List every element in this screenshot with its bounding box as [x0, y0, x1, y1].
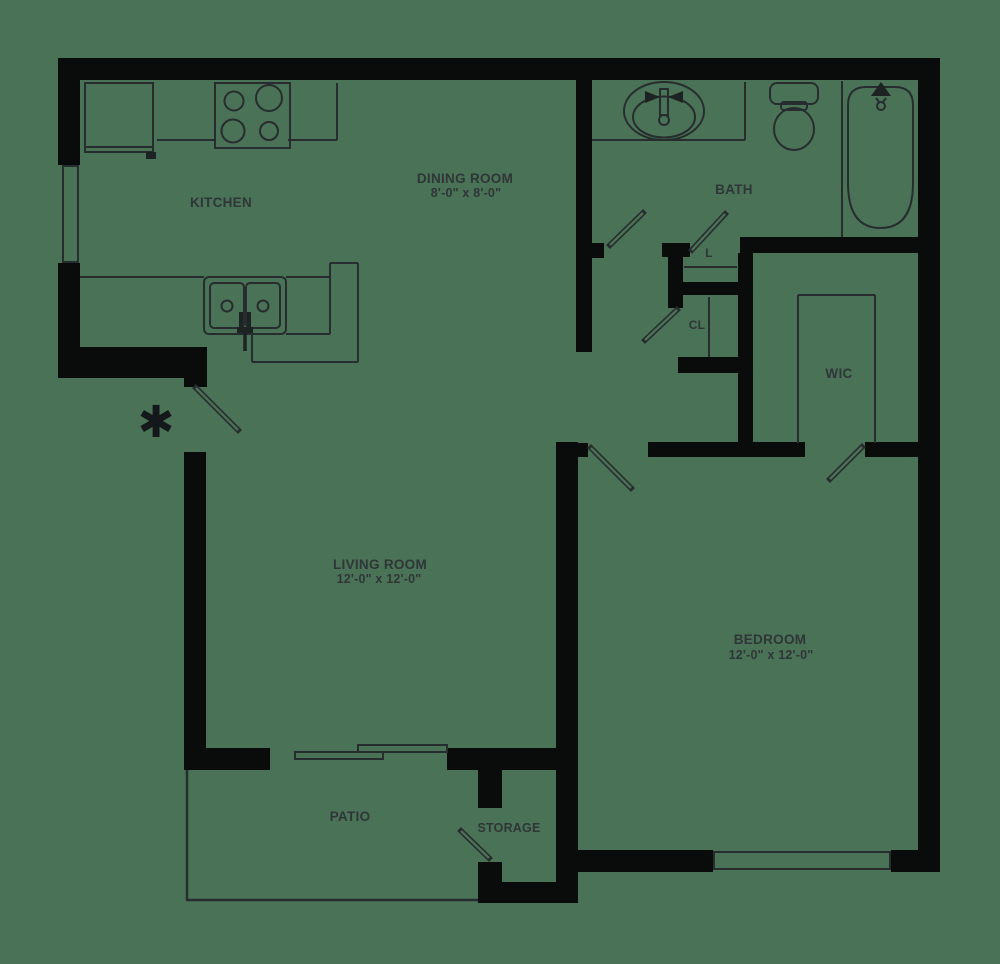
wall-bedroom-bottom-corner	[891, 850, 940, 872]
wall-bath-bottom	[740, 237, 918, 253]
room-dims-bedroom: 12'-0" x 12'-0"	[729, 648, 814, 662]
entry-marker: ✱	[138, 397, 175, 448]
wall-left-lower	[58, 263, 80, 347]
wall-linen-top	[662, 243, 690, 257]
hall-door-swing	[606, 209, 647, 249]
wall-linen-closet-band	[678, 282, 753, 295]
toilet	[769, 82, 819, 151]
room-dims-dining: 8'-0" x 8'-0"	[431, 186, 501, 200]
wall-storage-stub	[478, 770, 502, 808]
entry-door-swing	[192, 384, 242, 434]
stove-icon	[214, 82, 291, 149]
wall-kitchen-sw	[58, 347, 207, 378]
kitchen-window	[62, 165, 79, 263]
room-label-linen: L	[705, 246, 713, 260]
sliding-door	[294, 744, 448, 760]
wall-bedroom-top-a	[578, 443, 588, 457]
room-label-living: LIVING ROOM	[333, 557, 427, 572]
wall-bath-west	[576, 80, 592, 243]
room-dims-living: 12'-0" x 12'-0"	[337, 572, 422, 586]
wall-living-bottom-right	[447, 748, 578, 770]
wall-right	[918, 80, 940, 872]
storage-door-swing	[457, 827, 493, 862]
room-label-dining: DINING ROOM	[417, 171, 513, 186]
wall-bath-door-stub	[576, 243, 604, 258]
wall-central-divider	[556, 442, 578, 903]
wall-linen-stem	[668, 257, 683, 308]
room-label-kitchen: KITCHEN	[190, 195, 252, 210]
kitchen-counters	[80, 83, 359, 363]
wall-wic-west	[738, 253, 753, 443]
wall-living-left	[184, 452, 206, 770]
closet-door-swing	[641, 306, 681, 344]
room-label-closet: CL	[689, 318, 705, 332]
wall-living-bottom-left	[184, 748, 270, 770]
room-label-bath: BATH	[715, 182, 753, 197]
bathtub	[841, 81, 914, 237]
wall-left-upper	[58, 80, 80, 165]
wall-bedroom-top-b	[648, 442, 805, 457]
wall-storage-bottom	[478, 882, 578, 903]
bedroom-door-swing	[587, 444, 635, 492]
refrigerator	[84, 82, 156, 159]
room-label-storage: STORAGE	[478, 821, 541, 835]
wic-rod-outline	[797, 294, 876, 443]
wic-door-swing	[826, 443, 866, 483]
walls	[58, 58, 940, 903]
patio-railing	[185, 770, 478, 902]
bedroom-window	[713, 851, 891, 870]
kitchen-sink	[203, 276, 287, 351]
room-label-wic: WIC	[825, 366, 852, 381]
wall-closet-bottom	[678, 357, 753, 373]
wall-entry-stub	[184, 378, 207, 387]
wall-bedroom-top-c	[865, 442, 918, 457]
bathroom-sink	[623, 81, 705, 141]
wall-hall-west	[576, 258, 592, 352]
wall-top	[58, 58, 940, 80]
room-label-bedroom: BEDROOM	[734, 632, 807, 647]
wall-bedroom-bottom	[578, 850, 713, 872]
bath-door-swing	[687, 210, 730, 254]
room-label-patio: PATIO	[330, 809, 371, 824]
shower-head-icon	[871, 82, 891, 111]
